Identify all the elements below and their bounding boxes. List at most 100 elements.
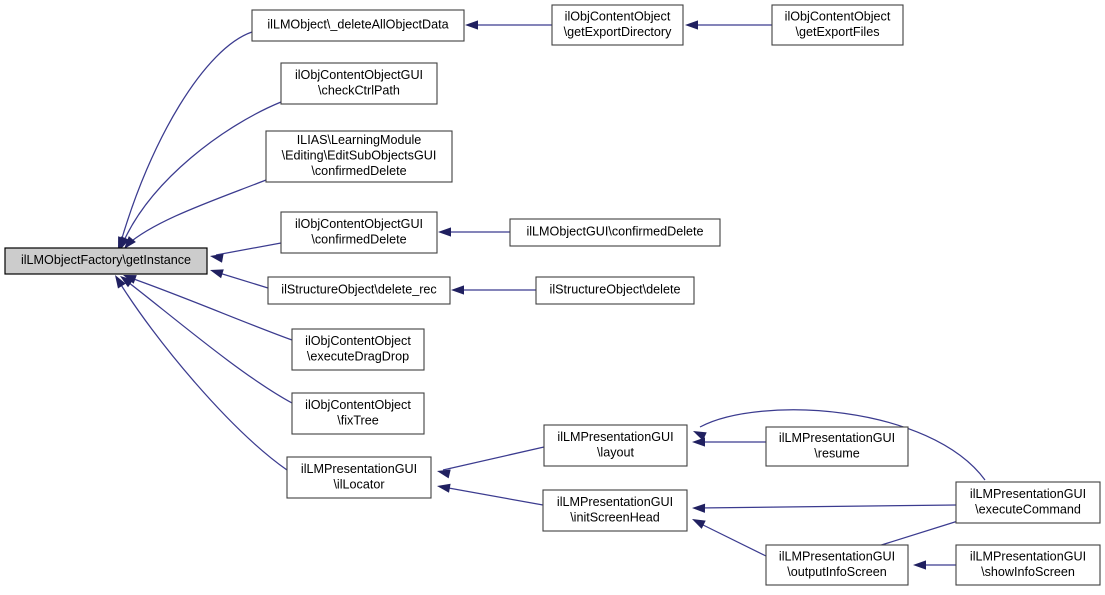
call-edge-deleteRec-to-getInstance [210,269,269,289]
call-edge-showInfoScreen-to-outputInfoScreen [913,560,956,570]
graph-node-resume[interactable]: ilLMPresentationGUI \resume [765,426,909,467]
call-edge-checkCtrlPath-to-getInstance [120,101,282,250]
node-label: ilObjContentObject \executeDragDrop [305,334,411,364]
graph-node-editSubObjectsConfirmedDelete[interactable]: ILIAS\LearningModule \Editing\EditSubObje… [265,130,453,183]
node-box-current[interactable] [4,247,208,275]
node-label-line: ilStructureObject\delete [550,283,681,297]
node-box[interactable] [251,9,465,42]
arrow-head-icon [437,469,451,479]
node-label-line: ilLMPresentationGUI [301,462,417,476]
node-label: ILIAS\LearningModule \Editing\EditSubObje… [282,133,437,178]
node-label: ilObjContentObject\getExportDirectory [564,10,672,40]
node-label-line: ilLMObjectGUI\confirmedDelete [526,225,703,239]
edge-line [697,504,957,509]
node-box[interactable] [291,328,425,371]
node-label-line: \showInfoScreen [981,565,1075,579]
node-label-line: ilObjContentObject [305,334,411,348]
graph-node-lmObjectGUIConfirmedDelete[interactable]: ilLMObjectGUI\confirmedDelete [509,218,721,247]
call-edge-initScreenHead-to-ilLocator [437,483,544,506]
node-box[interactable] [771,4,904,46]
node-label-line: \initScreenHead [570,511,660,525]
node-label-line: ilLMPresentationGUI [779,431,895,445]
node-box[interactable] [543,424,688,467]
node-box[interactable] [535,276,695,305]
node-label-line: ilObjContentObjectGUI [295,217,423,231]
graph-node-layout[interactable]: ilLMPresentationGUI\layout [543,424,688,467]
arrow-head-icon [685,20,698,30]
node-box[interactable] [765,426,909,467]
node-label: ilLMObjectGUI\confirmedDelete [526,225,703,239]
call-edge-fixTree-to-getInstance [120,276,293,404]
graph-node-getInstance[interactable]: ilLMObjectFactory\getInstance [4,247,208,275]
node-box[interactable] [765,544,909,586]
node-label-line: \fixTree [337,414,379,428]
arrow-head-icon [465,20,478,30]
node-box[interactable] [509,218,721,247]
edge-line [215,242,282,256]
node-box[interactable] [955,544,1101,586]
node-box[interactable] [280,62,438,105]
node-box[interactable] [551,4,684,46]
node-label-line: ilLMPresentationGUI [970,550,1086,564]
arrow-head-icon [115,275,126,289]
call-edge-getExportDirectory-to-deleteAllObjectData [465,20,552,30]
node-box[interactable] [280,211,438,254]
arrow-head-icon [451,285,464,295]
graph-node-getExportFiles[interactable]: ilObjContentObject\getExportFiles [771,4,904,46]
node-box[interactable] [542,489,688,532]
node-label: ilLMPresentationGUI \resume [779,431,895,461]
node-label-line: \executeDragDrop [307,350,409,364]
node-box[interactable] [955,481,1101,524]
graph-node-ilLocator[interactable]: ilLMPresentationGUI\ilLocator [286,456,432,499]
graph-node-outputInfoScreen[interactable]: ilLMPresentationGUI\outputInfoScreen [765,544,909,586]
graph-node-showInfoScreen[interactable]: ilLMPresentationGUI\showInfoScreen [955,544,1101,586]
call-edge-executeDragDrop-to-getInstance [123,275,293,341]
node-box[interactable] [267,276,451,305]
edge-line [442,446,545,471]
node-box[interactable] [265,130,453,183]
call-edge-lmObjectGUIConfirmedDelete-to-contentObjectGUIConfirmedDelete [438,227,510,237]
graph-node-executeCommand[interactable]: ilLMPresentationGUI \executeCommand [955,481,1101,524]
node-box[interactable] [291,392,425,435]
node-box[interactable] [286,456,432,499]
node-label-line: \Editing\EditSubObjectsGUI [282,149,437,163]
node-label: ilLMPresentationGUI\ilLocator [301,462,417,492]
node-label-line: ilLMObjectFactory\getInstance [21,253,191,267]
call-edge-editSubObjectsConfirmedDelete-to-getInstance [124,179,267,249]
node-label-line: \resume [814,447,860,461]
edge-line [699,409,986,481]
node-label-line: \layout [597,446,635,460]
edge-line [442,486,544,506]
edge-line [117,279,288,471]
graph-node-structureObjectDelete[interactable]: ilStructureObject\delete [535,276,695,305]
node-label-line: ILIAS\LearningModule [297,133,422,147]
edge-line [121,101,282,246]
graph-node-deleteAllObjectData[interactable]: ilLMObject\_deleteAllObjectData [251,9,465,42]
arrow-head-icon [120,276,134,288]
node-label: ilObjContentObjectGUI \checkCtrlPath [295,68,423,98]
graph-node-contentObjectGUIConfirmedDelete[interactable]: ilObjContentObjectGUI\confirmedDelete [280,211,438,254]
node-label-line: ilLMObject\_deleteAllObjectData [267,18,448,32]
call-edge-layout-to-ilLocator [437,446,545,479]
node-label-line: ilLMPresentationGUI [779,550,895,564]
graph-node-getExportDirectory[interactable]: ilObjContentObject\getExportDirectory [551,4,684,46]
node-label: ilLMObjectFactory\getInstance [21,253,191,267]
arrow-head-icon [124,236,136,249]
node-label-line: ilObjContentObjectGUI [295,68,423,82]
edge-line [215,271,269,289]
node-label-line: ilLMPresentationGUI [970,487,1086,501]
graph-node-deleteRec[interactable]: ilStructureObject\delete_rec [267,276,451,305]
graph-node-initScreenHead[interactable]: ilLMPresentationGUI \initScreenHead [542,489,688,532]
node-label-line: \checkCtrlPath [318,84,400,98]
arrow-head-icon [120,236,130,250]
call-edge-getExportFiles-to-getExportDirectory [685,20,772,30]
graph-node-checkCtrlPath[interactable]: ilObjContentObjectGUI \checkCtrlPath [280,62,438,105]
arrow-head-icon [437,483,451,493]
graph-node-executeDragDrop[interactable]: ilObjContentObject \executeDragDrop [291,328,425,371]
node-label-line: \executeCommand [975,503,1081,517]
node-label-line: ilLMPresentationGUI [557,495,673,509]
arrow-head-icon [438,227,451,237]
graph-node-fixTree[interactable]: ilObjContentObject\fixTree [291,392,425,435]
